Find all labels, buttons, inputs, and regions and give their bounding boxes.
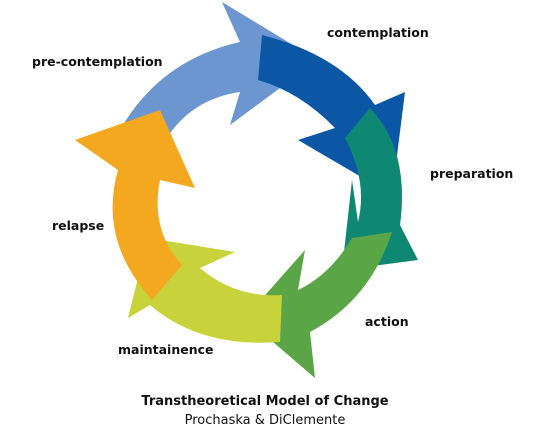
relapse-arrow <box>75 110 195 300</box>
label-preparation: preparation <box>430 166 513 181</box>
action-arrow <box>245 232 392 378</box>
label-action: action <box>365 314 409 329</box>
preparation-arrow <box>342 108 418 270</box>
caption-subtitle: Prochaska & DiClemente <box>184 413 346 428</box>
label-relapse: relapse <box>52 218 104 233</box>
label-contemplation: contemplation <box>327 25 429 40</box>
label-maintainence: maintainence <box>118 342 214 357</box>
caption-title: Transtheoretical Model of Change <box>141 394 389 409</box>
label-pre-contemplation: pre-contemplation <box>32 54 163 69</box>
